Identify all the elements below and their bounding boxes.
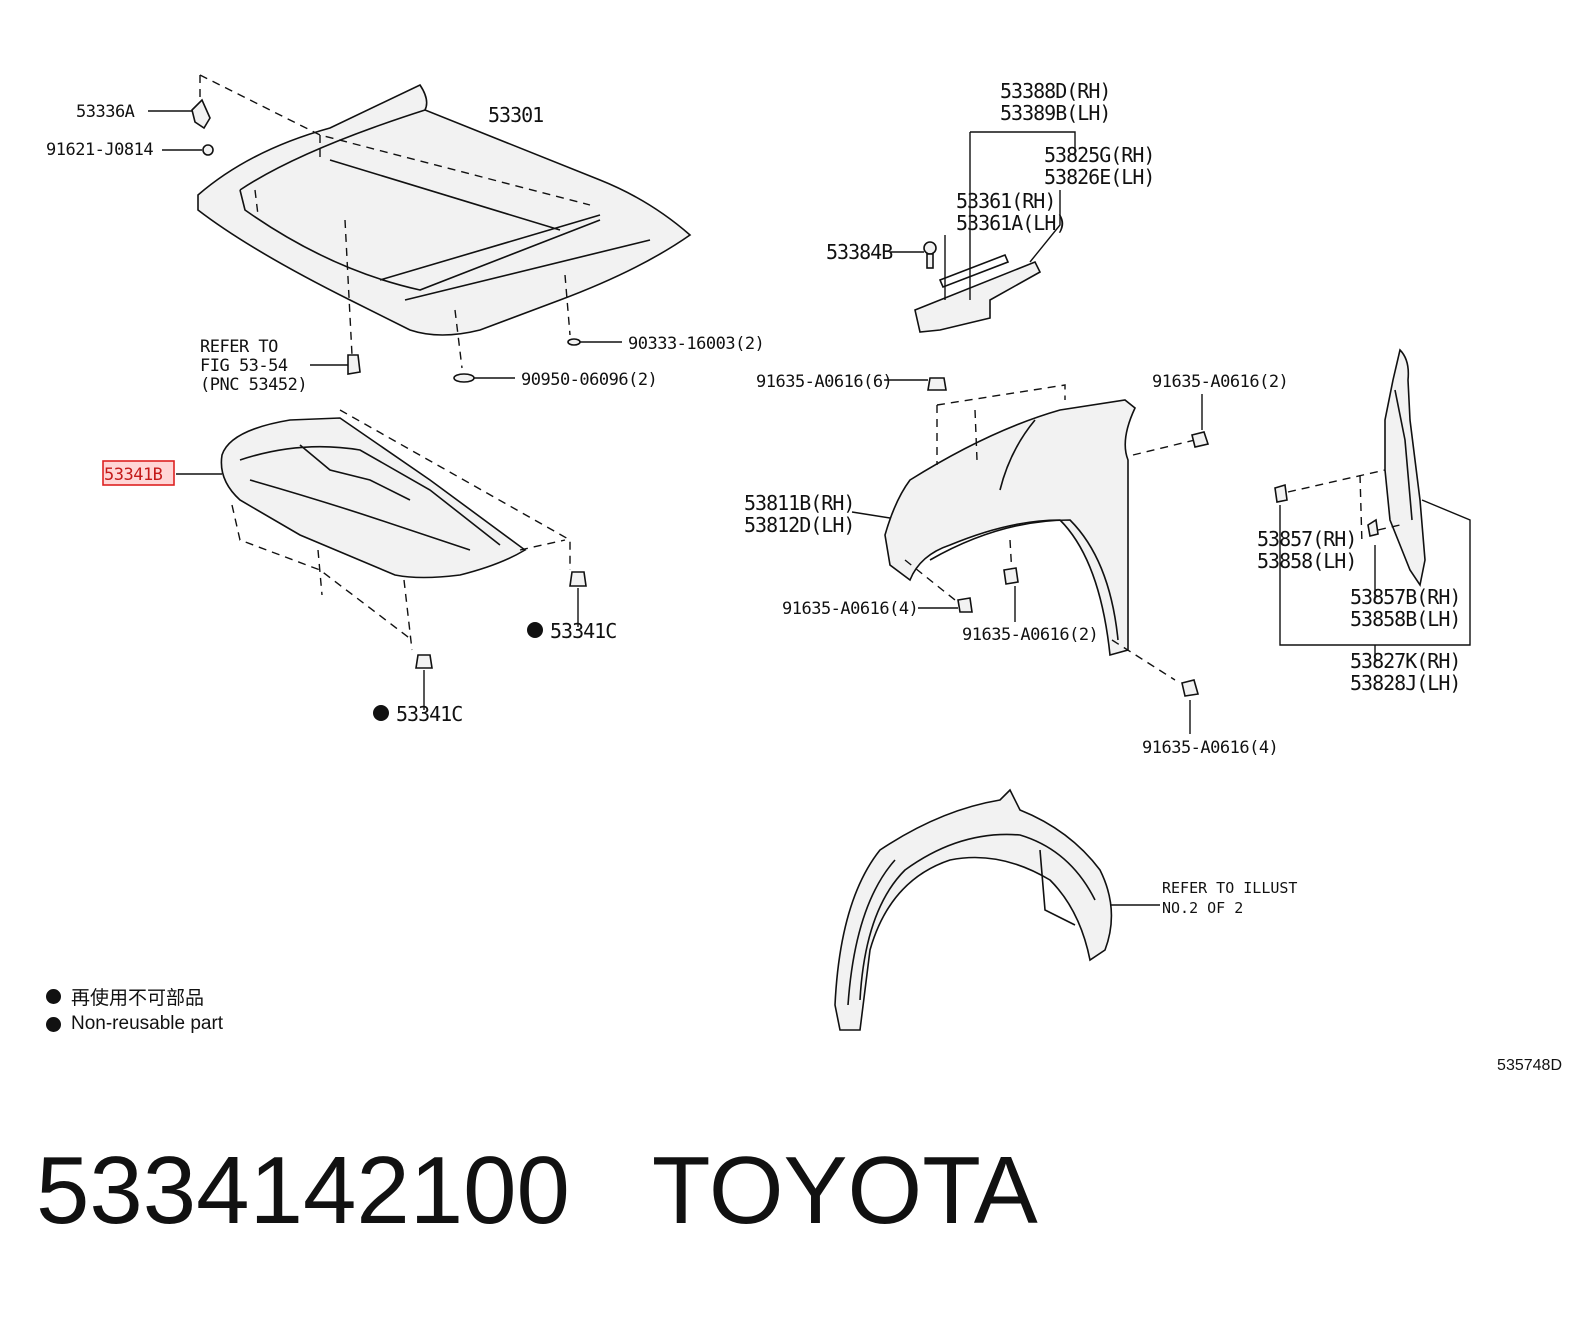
label-53341c-2: 53341C (396, 702, 462, 726)
parts-diagram: 53336A 91621-J0814 53301 REFER TO FIG 53… (46, 74, 1471, 1031)
highlight-box (102, 460, 175, 486)
insulator-clips (415, 571, 587, 669)
label-91621: 91621-J0814 (46, 140, 153, 160)
label-53826e: 53826E(LH) (1044, 165, 1154, 189)
hood-insulator (220, 417, 527, 579)
hood-hinge (191, 98, 214, 156)
legend-row-jp: 再使用不可部品 (46, 982, 223, 1010)
label-90950: 90950-06096(2) (521, 370, 657, 390)
legend-row-en: Non-reusable part (46, 1010, 223, 1038)
legend-text-en: Non-reusable part (71, 1013, 224, 1034)
label-53384b: 53384B (826, 240, 893, 264)
legend-dot-icon (46, 988, 61, 1004)
label-53858: 53858(LH) (1257, 549, 1356, 573)
label-53301: 53301 (488, 103, 543, 127)
label-53857b: 53857B(RH) (1350, 585, 1460, 609)
legend-dot-icon (46, 1016, 61, 1032)
diagram-code: 535748D (1497, 1057, 1562, 1074)
label-53827k: 53827K(RH) (1350, 649, 1460, 673)
non-reusable-dot-2 (373, 705, 389, 721)
label-53388d: 53388D(RH) (1000, 79, 1110, 103)
label-91635-4b: 91635-A0616(4) (1142, 738, 1278, 758)
label-53858b: 53858B(LH) (1350, 607, 1460, 631)
label-53336a: 53336A (76, 102, 135, 122)
label-refer-fig-1: REFER TO (200, 337, 278, 357)
seal-assembly (914, 241, 1042, 333)
hood-fasteners (347, 338, 581, 383)
label-53341c-1: 53341C (550, 619, 616, 643)
label-53825g: 53825G(RH) (1044, 143, 1154, 167)
label-53811b: 53811B(RH) (744, 491, 854, 515)
label-91635-4a: 91635-A0616(4) (782, 599, 918, 619)
label-53341b: 53341B (104, 465, 163, 485)
label-refer-illust-1: REFER TO ILLUST (1162, 879, 1297, 897)
non-reusable-dot-1 (527, 622, 543, 638)
brand-name: TOYOTA (651, 1137, 1038, 1244)
part-number: 5334142100 (36, 1137, 570, 1244)
label-53812d: 53812D(LH) (744, 513, 854, 537)
label-refer-fig-2: FIG 53-54 (200, 356, 288, 376)
label-53389b: 53389B(LH) (1000, 101, 1110, 125)
label-refer-fig-3: (PNC 53452) (200, 375, 307, 395)
label-91635-2b: 91635-A0616(2) (962, 625, 1098, 645)
label-refer-illust-2: NO.2 OF 2 (1162, 899, 1243, 917)
label-91635-6: 91635-A0616(6) (756, 372, 892, 392)
label-91635-2a: 91635-A0616(2) (1152, 372, 1288, 392)
fender-bolts (927, 377, 1210, 697)
label-53361: 53361(RH) (956, 189, 1055, 213)
hood-panel (197, 83, 692, 336)
label-90333: 90333-16003(2) (628, 334, 764, 354)
label-53361a: 53361A(LH) (956, 211, 1066, 235)
legend: 再使用不可部品 Non-reusable part (46, 982, 223, 1038)
legend-text-jp: 再使用不可部品 (71, 987, 205, 1009)
wheel-liner (834, 788, 1113, 1031)
part-title: 5334142100 TOYOTA (36, 1136, 1038, 1246)
front-fender (884, 399, 1136, 657)
label-53857: 53857(RH) (1257, 527, 1356, 551)
label-53828j: 53828J(LH) (1350, 671, 1460, 695)
